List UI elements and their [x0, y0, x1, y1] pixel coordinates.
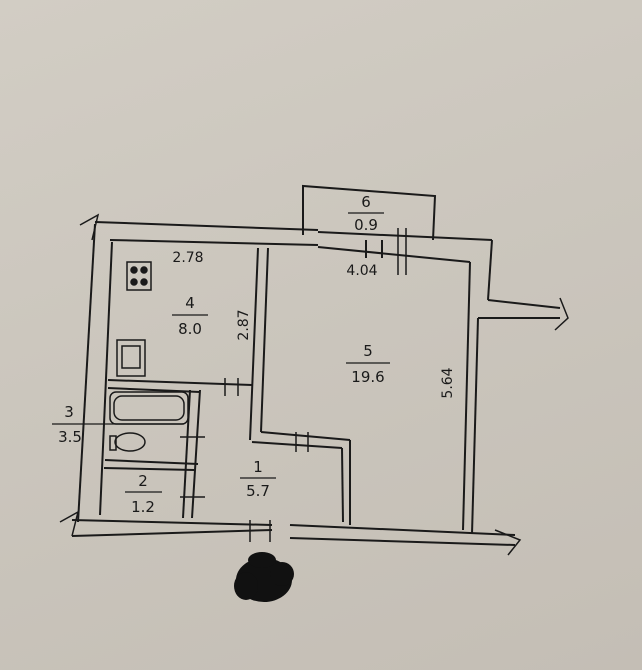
room-5-number: 5 [363, 342, 373, 360]
axis-arrows [59, 213, 569, 556]
room-4-area: 8.0 [178, 320, 202, 338]
toilet-icon [114, 432, 146, 452]
kitchen-depth-dimension: 2.87 [236, 309, 252, 340]
room-1-number: 1 [253, 458, 263, 476]
room-label-5: 5 19.6 [346, 342, 390, 386]
room-label-4: 4 8.0 [172, 294, 208, 338]
living-width-dimension: 4.04 [346, 263, 377, 279]
room-6-number: 6 [361, 193, 371, 211]
room-5-area: 19.6 [351, 368, 384, 386]
dimension-labels: 2.78 2.87 4.04 5.64 [172, 250, 456, 399]
room-6-area: 0.9 [354, 216, 378, 234]
sink-icon [116, 339, 146, 377]
room-labels: 1 5.7 2 1.2 3 3.5 4 8.0 5 19.6 6 0.9 [52, 193, 390, 516]
living-depth-dimension: 5.64 [440, 367, 456, 398]
room-1-area: 5.7 [246, 482, 270, 500]
room-2-number: 2 [138, 472, 148, 490]
ink-blot [234, 552, 294, 602]
room-2-area: 1.2 [131, 498, 155, 516]
room-label-6: 6 0.9 [348, 193, 384, 234]
room-label-2: 2 1.2 [125, 472, 162, 516]
room-3-area: 3.5 [58, 428, 82, 446]
door-marks [180, 228, 407, 542]
room-label-1: 1 5.7 [240, 458, 276, 500]
stove-icon [126, 261, 152, 291]
kitchen-width-dimension: 2.78 [172, 250, 203, 266]
room-4-number: 4 [185, 294, 195, 312]
room-label-3: 3 3.5 [52, 403, 184, 446]
bathtub-icon [109, 391, 189, 425]
fixtures [109, 261, 189, 452]
room-3-number: 3 [64, 403, 74, 421]
